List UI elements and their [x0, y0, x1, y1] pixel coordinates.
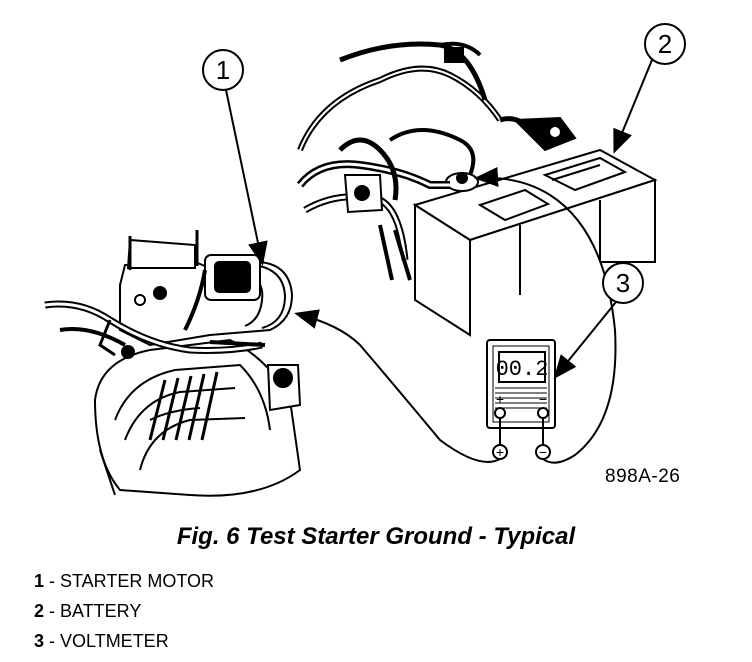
svg-text:3: 3 [616, 268, 630, 298]
svg-text:−: − [539, 444, 547, 460]
legend-item: 1 - STARTER MOTOR [34, 571, 215, 591]
svg-text:+: + [496, 444, 504, 460]
negative-lead [474, 167, 617, 464]
svg-text:+: + [496, 391, 504, 407]
figure-code: 898A-26 [605, 466, 681, 487]
voltmeter-illustration: 00.2 + − + − [486, 339, 556, 460]
svg-text:2: 2 [658, 29, 672, 59]
positive-jack [494, 407, 506, 419]
legend-item: 3 - VOLTMETER [34, 631, 169, 651]
voltmeter-display: 00.2 [496, 357, 549, 382]
battery-illustration [296, 41, 658, 337]
callout-2: 2 [613, 23, 686, 154]
figure-caption: Fig. 6 Test Starter Ground - Typical [176, 523, 576, 550]
callout-3: 3 [553, 262, 644, 380]
negative-jack [537, 407, 549, 419]
callout-1: 1 [202, 49, 268, 266]
test-leads [294, 167, 617, 464]
legend-item: 2 - BATTERY [34, 601, 142, 621]
svg-text:−: − [539, 391, 547, 407]
svg-text:1: 1 [216, 55, 230, 85]
legend-list: 1 - STARTER MOTOR 2 - BATTERY 3 - VOLTME… [34, 566, 214, 656]
positive-lead [294, 309, 501, 463]
starter-motor-illustration [44, 230, 302, 497]
diagram-figure: 00.2 + − + − 1 2 3 [44, 23, 686, 497]
